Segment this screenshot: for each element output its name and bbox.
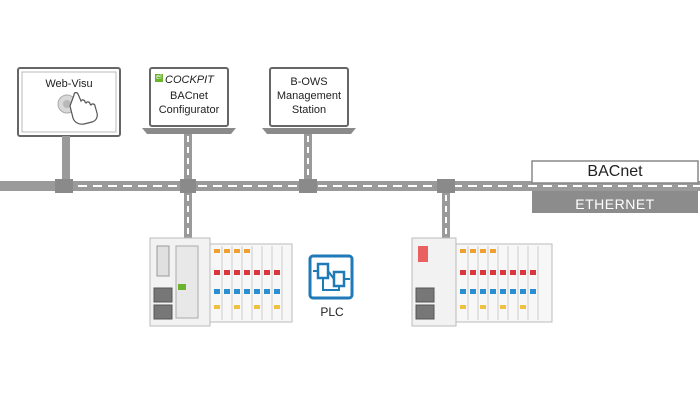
cockpit-line1: BACnet <box>170 90 208 102</box>
controller-plc <box>149 237 293 327</box>
plc-label: PLC <box>320 305 344 319</box>
plc-terminals <box>214 246 283 320</box>
cockpit-drop <box>180 134 196 238</box>
web-visu-label: Web-Visu <box>45 78 93 90</box>
cockpit-brand-badge: e! <box>156 74 162 81</box>
cockpit-brand-name: COCKPIT <box>165 74 214 86</box>
controller2-terminals <box>460 246 539 320</box>
bows-drop <box>299 134 317 193</box>
plc-icon <box>308 254 354 300</box>
cockpit-line2: Configurator <box>158 104 220 116</box>
controller2-drop <box>437 179 455 238</box>
bows-line1: B-OWS <box>290 76 328 88</box>
web-visu-tablet <box>17 67 121 137</box>
ethernet-bus <box>0 181 700 191</box>
bows-line2: Management <box>276 90 342 102</box>
bacnet-label: BACnet <box>587 163 643 180</box>
bows-line3: Station <box>291 104 327 116</box>
bows-laptop <box>262 67 356 134</box>
ethernet-label: ETHERNET <box>575 196 655 212</box>
controller-2 <box>411 237 553 327</box>
cockpit-laptop <box>142 67 236 134</box>
web-visu-drop <box>55 136 73 193</box>
protocol-labels <box>531 160 699 213</box>
